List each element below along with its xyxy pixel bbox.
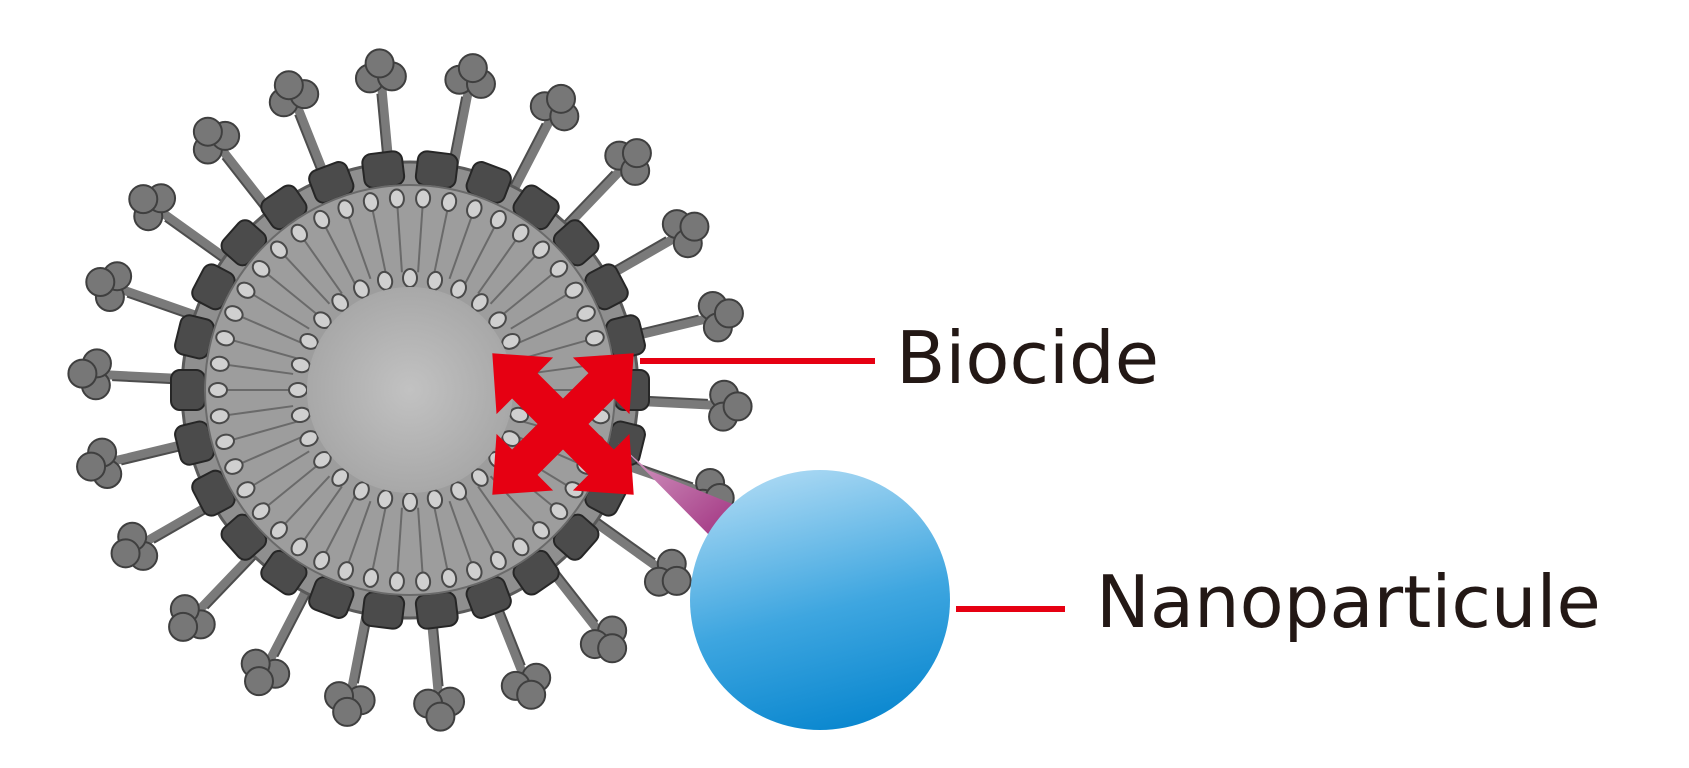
virus-core (307, 287, 513, 493)
biocide-arrow-icon (492, 353, 634, 495)
spike-protein (76, 435, 206, 489)
spike-protein (503, 83, 580, 204)
spike-protein (484, 585, 552, 710)
spike-protein (128, 183, 240, 270)
nanoparticle-sphere (690, 470, 950, 730)
spike-protein (554, 138, 652, 240)
spike-protein (168, 540, 266, 642)
spike-protein (580, 510, 692, 597)
spike-protein (591, 209, 710, 288)
biocide-connector (618, 443, 735, 540)
nanoparticle-label: Nanoparticule (1096, 560, 1601, 644)
spike-protein (620, 379, 753, 432)
spike-protein (240, 576, 317, 697)
biocide-label: Biocide (896, 316, 1160, 400)
virus-spikes (67, 48, 753, 732)
membrane-proteins (170, 150, 650, 630)
spike-protein (444, 53, 496, 184)
spike-protein (85, 261, 212, 325)
virus-particle (67, 48, 753, 732)
